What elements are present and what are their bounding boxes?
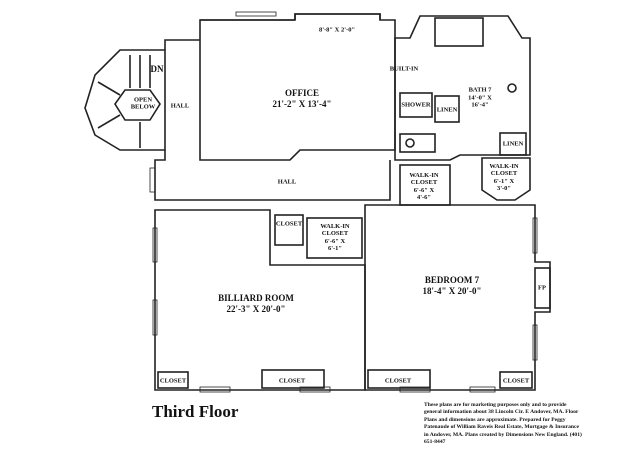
closet-bottom-left-label: CLOSET <box>159 377 187 385</box>
hall-lower-label: HALL <box>277 178 297 186</box>
office-room <box>199 13 396 161</box>
closet-bottom-right-2 <box>499 371 533 389</box>
stair-dn-label: DN <box>150 63 164 74</box>
floor-title: Third Floor <box>152 402 239 421</box>
small-closet-label: CLOSET <box>275 220 303 228</box>
bath-vanity <box>399 133 436 153</box>
bedroom-dims: 18'-4" X 20'-0" <box>422 285 482 296</box>
stair-tower <box>84 49 166 151</box>
bedroom-label: BEDROOM 7 <box>424 274 480 285</box>
office-top-dims: 8'-8" X 2'-0" <box>318 26 356 34</box>
walkin-billiard <box>306 217 363 259</box>
shower-stall <box>399 92 433 118</box>
bath-linen-label: LINEN <box>436 106 458 114</box>
right-linen-label: LINEN <box>502 140 524 148</box>
hall-outline <box>154 39 391 201</box>
fireplace <box>534 267 551 309</box>
hall-upper-label: HALL <box>170 102 190 110</box>
bedroom-room <box>364 204 551 391</box>
walkin-billiard-label: WALK-IN CLOSET 6'-6" X 6'-1" <box>320 223 350 253</box>
closet-bottom-right-2-label: CLOSET <box>502 377 530 385</box>
billiard-room-label: BILLIARD ROOM <box>218 292 294 303</box>
office-dims: 21'-2" X 13'-4" <box>272 98 332 109</box>
sink <box>507 83 517 93</box>
bath-label: BATH 7 <box>468 86 492 94</box>
toilet <box>405 138 415 148</box>
open-below-label: OPEN BELOW <box>130 96 156 111</box>
bathtub <box>434 17 484 47</box>
small-closet <box>274 214 304 246</box>
closet-bottom-left <box>157 371 189 389</box>
closet-bottom-right-1 <box>367 369 431 389</box>
bath-linen-closet <box>434 95 460 123</box>
office-label: OFFICE <box>284 87 320 98</box>
fireplace-label: FP <box>538 284 546 292</box>
bath-dims: 14'-0" X 16'-4" <box>468 94 492 109</box>
billiard-room-dims: 22'-3" X 20'-0" <box>226 303 286 314</box>
closet-bottom-middle-label: CLOSET <box>278 377 306 385</box>
walkin-right-label: WALK-IN CLOSET 6'-1" X 3'-0" <box>489 163 519 193</box>
right-linen-closet <box>499 132 527 156</box>
shower-label: SHOWER <box>401 101 431 109</box>
closet-bottom-middle <box>261 369 325 389</box>
built-in-label: BUILT-IN <box>389 65 419 73</box>
disclaimer-text: These plans are for marketing purposes o… <box>424 402 582 446</box>
walkin-center-label: WALK-IN CLOSET 6'-6" X 4'-6" <box>409 172 439 202</box>
open-below <box>114 89 161 121</box>
bath-room <box>394 15 531 161</box>
office-walls <box>294 13 381 20</box>
walkin-right <box>481 157 531 201</box>
closet-bottom-right-1-label: CLOSET <box>384 377 412 385</box>
